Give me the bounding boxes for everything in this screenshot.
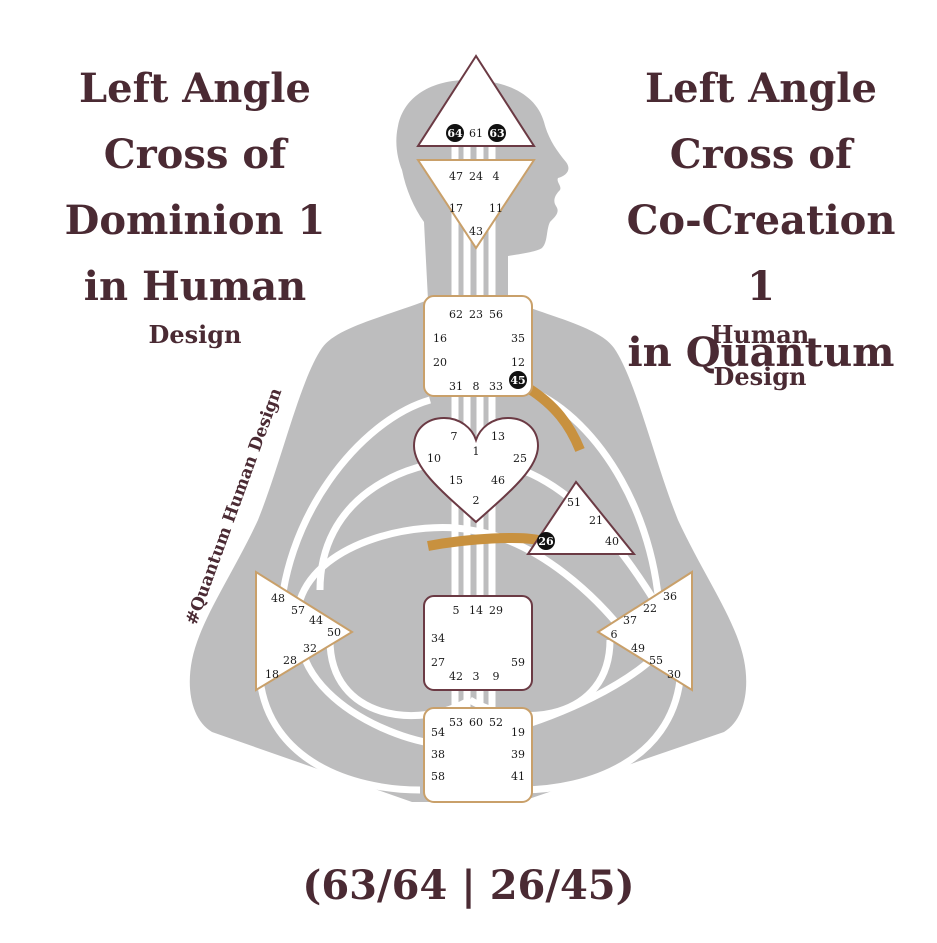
svg-text:60: 60 xyxy=(469,716,483,729)
right-title-line-4: in Quantum xyxy=(627,329,895,376)
svg-text:24: 24 xyxy=(469,170,483,183)
svg-text:2: 2 xyxy=(473,494,480,507)
svg-text:15: 15 xyxy=(449,474,463,487)
svg-text:3: 3 xyxy=(473,670,480,683)
right-title-line-1: Left Angle xyxy=(645,65,877,112)
svg-text:31: 31 xyxy=(449,380,463,393)
svg-text:58: 58 xyxy=(431,770,445,783)
svg-text:5: 5 xyxy=(453,604,460,617)
svg-text:29: 29 xyxy=(489,604,503,617)
svg-text:37: 37 xyxy=(623,614,637,627)
svg-text:25: 25 xyxy=(513,452,527,465)
channel-26-44 xyxy=(427,533,540,551)
svg-text:44: 44 xyxy=(309,614,323,627)
svg-text:39: 39 xyxy=(511,748,525,761)
svg-text:17: 17 xyxy=(449,202,463,215)
svg-text:22: 22 xyxy=(643,602,657,615)
gate-26-active xyxy=(537,532,555,550)
left-title-line-3: Dominion 1 xyxy=(64,197,326,244)
svg-text:21: 21 xyxy=(589,514,603,527)
left-title-line-1: Left Angle xyxy=(79,65,311,112)
right-subtitle-line-2: Design xyxy=(713,362,807,391)
right-title-line-3: Co-Creation 1 xyxy=(626,197,896,310)
left-title-line-2: Cross of xyxy=(103,131,287,178)
svg-text:46: 46 xyxy=(491,474,505,487)
left-subtitle-line-1: Design xyxy=(148,320,242,349)
svg-text:61: 61 xyxy=(469,127,483,140)
svg-text:16: 16 xyxy=(433,332,447,345)
svg-text:57: 57 xyxy=(291,604,305,617)
left-title-line-4: in Human xyxy=(83,263,307,310)
svg-text:13: 13 xyxy=(491,430,505,443)
svg-text:18: 18 xyxy=(265,668,279,681)
svg-text:1: 1 xyxy=(473,445,480,458)
sacral-center: 5 14 29 34 27 59 42 3 9 xyxy=(423,595,533,691)
svg-text:54: 54 xyxy=(431,726,445,739)
svg-text:38: 38 xyxy=(431,748,445,761)
root-center: 53 60 52 54 19 38 39 58 41 xyxy=(423,707,533,803)
ego-center: 51 21 26 40 xyxy=(526,480,637,555)
gate-64-active xyxy=(446,124,464,142)
svg-text:40: 40 xyxy=(605,535,619,548)
svg-text:12: 12 xyxy=(511,356,525,369)
gate-45-active xyxy=(509,371,527,389)
svg-text:19: 19 xyxy=(511,726,525,739)
svg-text:62: 62 xyxy=(449,308,463,321)
svg-text:45: 45 xyxy=(510,374,525,387)
svg-text:10: 10 xyxy=(427,452,441,465)
svg-text:43: 43 xyxy=(469,225,483,238)
svg-text:36: 36 xyxy=(663,590,677,603)
svg-text:7: 7 xyxy=(451,430,458,443)
svg-text:35: 35 xyxy=(511,332,525,345)
ajna-center: 47 24 4 17 11 43 xyxy=(416,159,536,250)
right-subtitle-line-1: Human xyxy=(710,320,810,349)
solar-plexus-center: 36 22 37 6 49 55 30 xyxy=(596,570,693,692)
channel-45-21 xyxy=(525,383,585,452)
right-title-line-2: Cross of xyxy=(669,131,853,178)
svg-text:6: 6 xyxy=(611,628,618,641)
svg-text:52: 52 xyxy=(489,716,503,729)
svg-text:32: 32 xyxy=(303,642,317,655)
gate-63-active xyxy=(488,124,506,142)
svg-text:30: 30 xyxy=(667,668,681,681)
svg-text:42: 42 xyxy=(449,670,463,683)
svg-text:8: 8 xyxy=(473,380,480,393)
right-cross-title: Left Angle Cross of Co-Creation 1 in Qua… xyxy=(606,56,916,386)
svg-text:41: 41 xyxy=(511,770,525,783)
svg-text:64: 64 xyxy=(447,127,463,140)
right-cross-subtitle: Human Design xyxy=(660,314,860,398)
svg-text:27: 27 xyxy=(431,656,445,669)
svg-text:11: 11 xyxy=(489,202,503,215)
svg-text:50: 50 xyxy=(327,626,341,639)
svg-text:63: 63 xyxy=(489,127,504,140)
spleen-center: 48 57 44 50 32 28 18 xyxy=(255,570,354,692)
g-center: 7 13 1 10 25 15 46 2 xyxy=(412,416,540,524)
gate-formula: (63/64 | 26/45) xyxy=(302,862,635,909)
svg-text:34: 34 xyxy=(431,632,445,645)
svg-text:51: 51 xyxy=(567,496,581,509)
svg-text:9: 9 xyxy=(493,670,500,683)
svg-text:55: 55 xyxy=(649,654,663,667)
svg-text:14: 14 xyxy=(469,604,483,617)
svg-text:48: 48 xyxy=(271,592,285,605)
svg-text:53: 53 xyxy=(449,716,463,729)
svg-text:23: 23 xyxy=(469,308,483,321)
svg-text:47: 47 xyxy=(449,170,463,183)
svg-text:4: 4 xyxy=(493,170,500,183)
head-center: 64 61 63 xyxy=(416,54,536,147)
left-cross-subtitle: Design xyxy=(80,314,310,356)
svg-text:20: 20 xyxy=(433,356,447,369)
throat-center: 62 23 56 16 35 20 12 31 8 33 45 xyxy=(423,295,533,397)
svg-text:59: 59 xyxy=(511,656,525,669)
svg-text:33: 33 xyxy=(489,380,503,393)
svg-text:28: 28 xyxy=(283,654,297,667)
svg-text:56: 56 xyxy=(489,308,503,321)
left-cross-title: Left Angle Cross of Dominion 1 in Human xyxy=(60,56,330,320)
svg-text:49: 49 xyxy=(631,642,645,655)
svg-text:26: 26 xyxy=(538,535,554,548)
